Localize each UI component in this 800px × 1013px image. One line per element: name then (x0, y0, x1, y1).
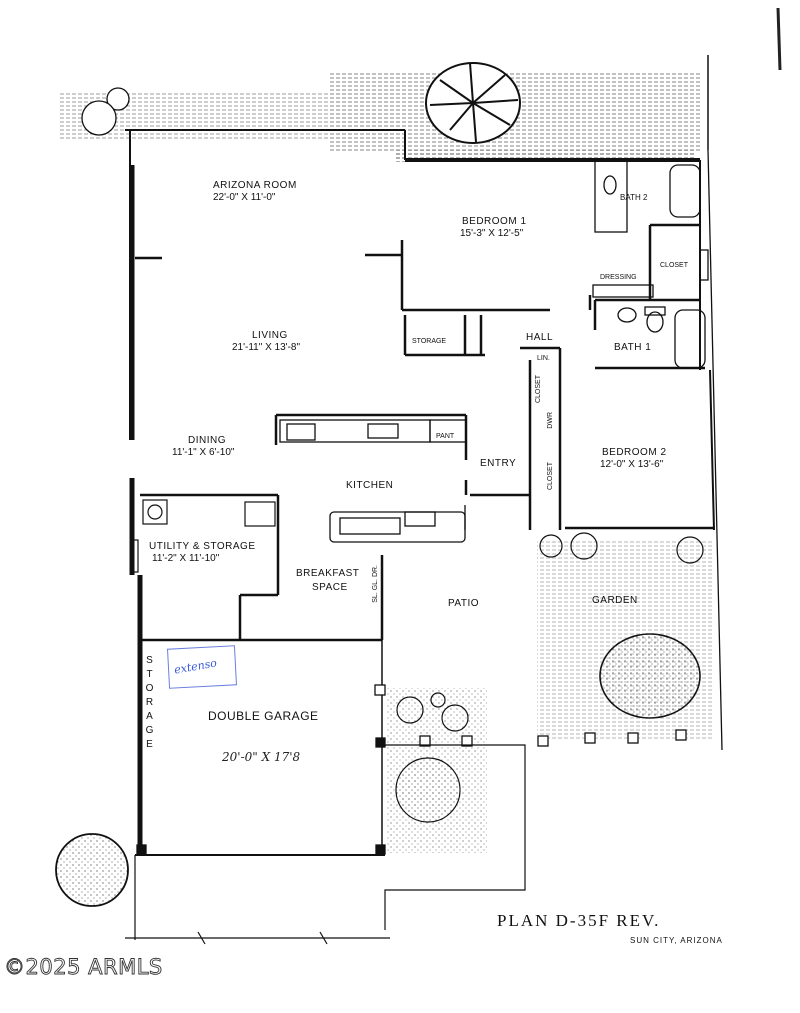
hall-label: HALL (526, 332, 554, 343)
living-label: LIVING (252, 330, 288, 341)
linen-label: LIN. (537, 355, 550, 362)
plan-location: SUN CITY, ARIZONA (630, 936, 723, 945)
bedroom1-label: BEDROOM 1 (462, 216, 527, 227)
bedroom1-dims: 15'-3" X 12'-5" (460, 228, 524, 239)
garden-label: GARDEN (592, 595, 638, 606)
kitchen-label: KITCHEN (346, 480, 394, 491)
patio-label: PATIO (448, 598, 480, 609)
garage-label: DOUBLE GARAGE (208, 709, 319, 723)
utility-label: UTILITY & STORAGE (149, 541, 256, 552)
dwr-label: DWR (547, 412, 554, 429)
shrub-icon (81, 87, 130, 136)
living-dims: 21'-11" X 13'-8" (232, 342, 300, 353)
ground-texture (387, 540, 712, 853)
interior-walls (135, 223, 705, 855)
closet-bed2-label: CLOSET (547, 462, 554, 491)
breakfast-label: BREAKFAST (296, 568, 360, 579)
closet1-label: CLOSET (660, 262, 689, 269)
exterior-walls (125, 129, 715, 856)
bath1-label: BATH 1 (614, 342, 652, 353)
utility-dims: 11'-2" X 11'-10" (152, 553, 220, 564)
copyright-watermark: ©2025 ARMLS (4, 955, 163, 980)
patio-posts (136, 684, 687, 855)
arizona-room-label: ARIZONA ROOM (213, 180, 297, 191)
bedroom2-dims: 12'-0" X 13'-6" (600, 459, 664, 470)
storage-hall-label: STORAGE (412, 338, 447, 345)
pantry-label: PANT (436, 433, 455, 440)
site-outline (125, 744, 526, 945)
tree-icon (425, 62, 521, 144)
plan-title: PLAN D-35F REV. (497, 911, 661, 930)
garage-dims: 20'-0" X 17'8 (222, 750, 301, 764)
entry-label: ENTRY (480, 458, 517, 469)
dressing-label: DRESSING (600, 274, 637, 281)
round-bush-icon (55, 833, 129, 907)
bath2-label: BATH 2 (620, 193, 648, 202)
sliding-glass-door-label: SL. GL. DR. (372, 565, 379, 603)
breakfast-label-2: SPACE (312, 582, 348, 593)
kitchen-counters (279, 419, 467, 543)
arizona-room-dims: 22'-0" X 11'-0" (213, 192, 276, 203)
bedroom2-label: BEDROOM 2 (602, 447, 667, 458)
dining-dims: 11'-1" X 6'-10" (172, 447, 235, 458)
utility-fixtures (131, 499, 276, 573)
bath-fixtures (592, 159, 709, 369)
landscape-hatch (60, 72, 702, 162)
dining-label: DINING (188, 435, 226, 446)
storage-garage-label: STORAGE (144, 655, 155, 753)
closet-hall-label: CLOSET (535, 375, 542, 404)
